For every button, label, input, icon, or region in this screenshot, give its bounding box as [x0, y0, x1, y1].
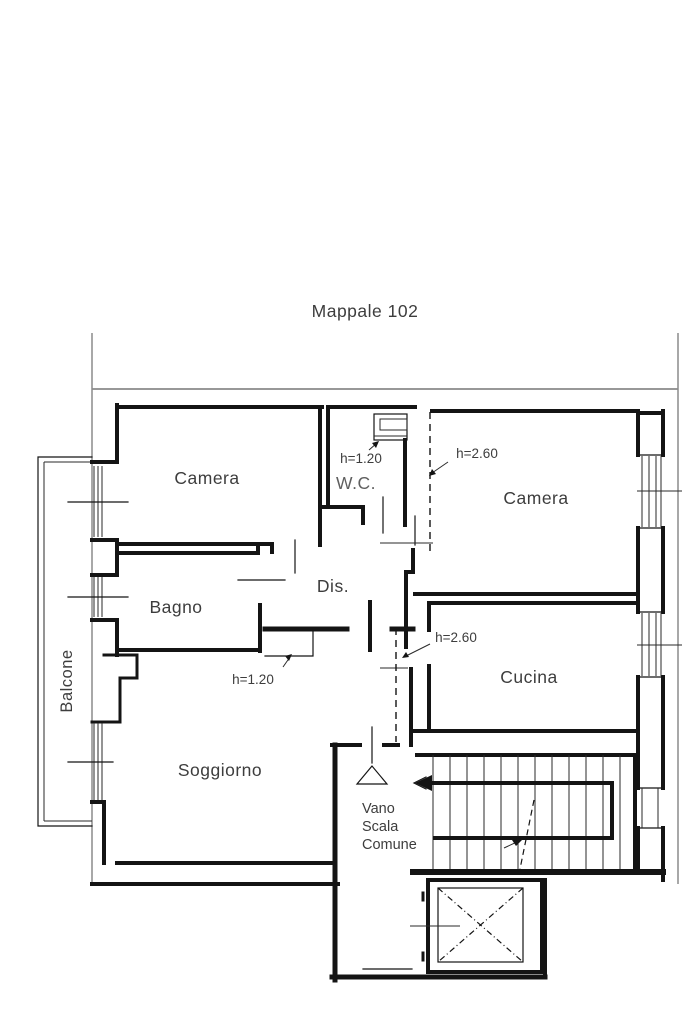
dashed-height-lines	[395, 412, 431, 742]
label-cucina: Cucina	[500, 667, 557, 687]
label-camera-left: Camera	[174, 468, 239, 488]
label-camera-right: Camera	[503, 488, 568, 508]
label-cucina-height: h=2.60	[435, 630, 477, 645]
walls	[90, 403, 665, 983]
label-wc: W.C.	[336, 473, 376, 493]
windows	[67, 413, 682, 828]
label-vano-line3: Comune	[362, 837, 417, 853]
balcony-outline	[37, 456, 93, 827]
stair-break-line	[519, 799, 535, 870]
label-dis-lowered-height: h=1.20	[232, 672, 274, 687]
elevator	[410, 878, 544, 974]
label-vano-line2: Scala	[362, 819, 399, 835]
labels: Mappale 102 Camera h=1.20 W.C. h=2.60 Ca…	[58, 301, 568, 853]
label-wc-height: h=1.20	[340, 451, 382, 466]
boundary-lines	[91, 333, 679, 884]
label-bagno: Bagno	[149, 597, 202, 617]
stair-direction-arrow	[415, 775, 432, 791]
doors	[237, 496, 433, 785]
label-camera-right-height: h=2.60	[456, 446, 498, 461]
staircase	[362, 753, 666, 970]
label-soggiorno: Soggiorno	[178, 760, 262, 780]
label-balcone: Balcone	[58, 649, 76, 712]
stair-railing	[431, 781, 614, 840]
leader-arrows	[282, 441, 449, 668]
label-dis: Dis.	[317, 576, 349, 596]
label-vano-line1: Vano	[362, 801, 395, 817]
plan-title: Mappale 102	[312, 301, 419, 321]
